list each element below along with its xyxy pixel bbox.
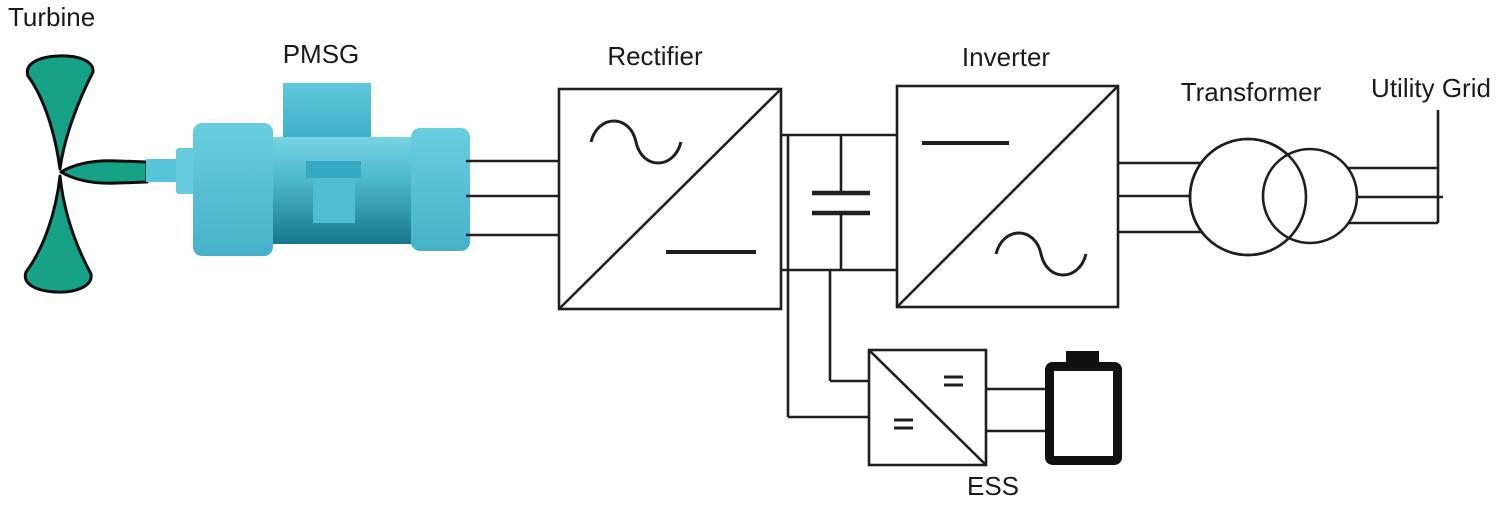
transformer-label: Transformer [1180,77,1322,107]
dc-link-wires [781,133,897,419]
pmsg-left-cap [193,123,273,256]
ac-sine-icon [994,231,1088,277]
dcdc-diagonal [868,349,987,466]
pmsg-top-box [283,83,371,140]
drive-shaft-icon [146,148,195,194]
utility-grid-label: Utility Grid [1371,73,1491,103]
rectifier-label: Rectifier [607,41,703,71]
pmsg-right-cap [411,128,470,251]
wires-pmsg-to-rectifier [466,159,559,237]
turbine-label: Turbine [8,2,96,32]
rectifier-diagonal [558,88,782,310]
inverter-box [895,84,1120,309]
turbine-blade-top-icon [25,54,95,171]
dc-equals-icon [944,375,963,387]
pmsg-label: PMSG [282,39,360,69]
battery-icon [1045,351,1122,465]
pmsg-key-block [313,178,355,223]
pmsg-machine-icon [193,83,470,256]
dcdc-converter-box [867,348,988,467]
rectifier-box [557,87,783,311]
inverter-diagonal [896,85,1119,308]
turbine-rotor-icon [23,54,149,294]
wires-converter-to-battery [986,387,1049,433]
turbine-blade-bottom-icon [23,174,93,294]
dc-equals-icon [894,418,913,430]
pmsg-key-bar [306,161,361,178]
ess-label: ESS [966,471,1020,501]
dc-link-capacitor-icon [812,135,870,270]
turbine-hub-icon [59,159,149,185]
transformer-icon [1188,137,1359,257]
inverter-label: Inverter [961,42,1051,72]
ac-sine-icon [589,119,683,165]
